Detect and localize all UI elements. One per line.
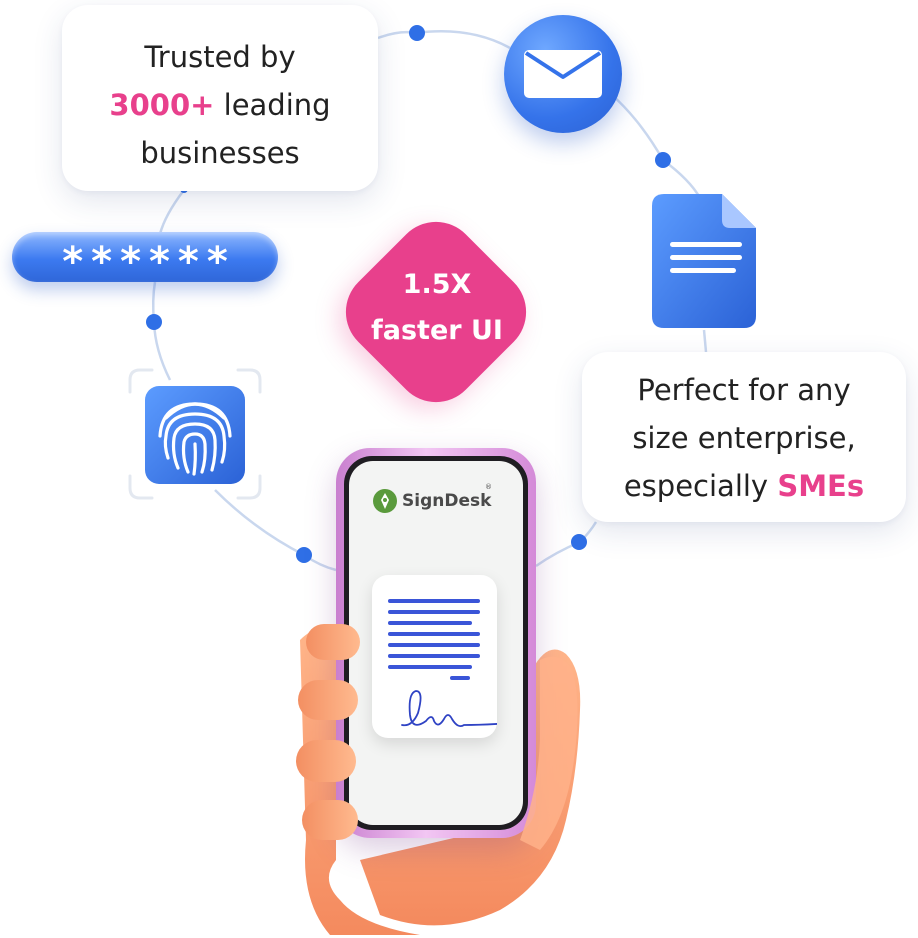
trusted-count-highlight: 3000+ <box>109 88 215 122</box>
password-mask-char: * <box>177 239 199 285</box>
password-mask-char: * <box>206 239 228 285</box>
faster-ui-text: 1.5X faster UI <box>340 262 534 354</box>
brand-registered-mark: ® <box>485 483 492 491</box>
password-mask-char: * <box>120 239 141 285</box>
connector-dot <box>146 314 162 330</box>
password-mask-char: * <box>149 239 170 285</box>
faster-badge-line-1: 1.5X <box>402 269 472 300</box>
perfect-for-card: Perfect for any size enterprise, especia… <box>582 352 906 522</box>
trusted-line-2: 3000+ leading <box>62 81 378 129</box>
trusted-line-1: Trusted by <box>144 40 296 74</box>
signature-icon <box>401 690 513 728</box>
trusted-line-2-rest: leading <box>214 88 331 122</box>
signdesk-logo-icon <box>373 489 397 513</box>
smes-highlight: SMEs <box>777 469 865 503</box>
document-icon <box>650 192 758 330</box>
perfect-line-3: especially SMEs <box>582 462 906 510</box>
perfect-line-3-prefix: especially <box>623 469 778 503</box>
signdesk-brand: SignDesk ® <box>372 483 492 514</box>
signed-document-card <box>372 575 513 738</box>
envelope-icon <box>504 15 622 133</box>
password-mask-char: * <box>62 239 84 285</box>
connector-dot <box>296 547 312 563</box>
connector-dot <box>409 25 425 41</box>
password-field: * * * * * * <box>12 232 278 282</box>
faster-badge-line-2: faster UI <box>371 315 503 346</box>
perfect-line-2: size enterprise, <box>632 421 856 455</box>
connector-dot <box>571 534 587 550</box>
password-mask-char: * <box>91 239 113 285</box>
trusted-by-card: Trusted by 3000+ leading businesses <box>62 5 378 191</box>
fingerprint-icon <box>126 366 264 502</box>
connector-dot <box>655 152 671 168</box>
perfect-line-1: Perfect for any <box>637 373 851 407</box>
trusted-line-3: businesses <box>140 136 300 170</box>
brand-name: SignDesk <box>402 491 492 511</box>
